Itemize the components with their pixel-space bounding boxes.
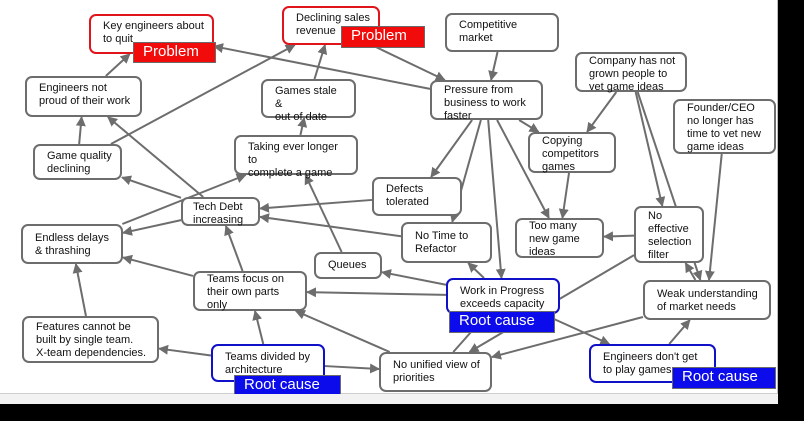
edge-pressure-from-business-to-defects-tolerated — [430, 119, 473, 178]
edge-wip-exceeds-to-no-time-refactor — [467, 262, 485, 279]
edge-no-unified-view-to-teams-focus-own — [294, 310, 391, 353]
edge-company-not-grown-to-copying-competitors — [586, 91, 618, 133]
edge-teams-focus-own-to-tech-debt — [224, 225, 244, 272]
node-game-quality-declining[interactable]: Game quality declining — [33, 144, 122, 180]
node-pressure-from-business[interactable]: Pressure from business to work faster — [430, 80, 543, 122]
root-cause-tag: Root cause — [672, 367, 776, 389]
node-games-stale[interactable]: Games stale & out of date — [261, 79, 356, 123]
edge-features-cannot-to-endless-delays — [72, 263, 87, 317]
node-endless-delays[interactable]: Endless delays & thrashing — [21, 224, 123, 264]
node-engineers-not-proud[interactable]: Engineers not proud of their work — [25, 76, 142, 117]
edge-pressure-from-business-to-key-engineers-quit — [213, 43, 431, 90]
edge-weak-understanding-to-no-selection-filter — [684, 262, 697, 281]
edge-defects-tolerated-to-tech-debt — [259, 198, 373, 213]
node-company-not-grown[interactable]: Company has not grown people to vet game… — [575, 52, 687, 93]
root-cause-tag: Root cause — [234, 375, 341, 397]
node-no-selection-filter[interactable]: No effective selection filter — [634, 206, 704, 263]
edge-taking-longer-to-games-stale — [297, 117, 308, 136]
edge-founder-ceo-to-weak-understanding — [704, 153, 723, 281]
edge-tech-debt-to-game-quality-declining — [121, 175, 182, 199]
edge-pressure-from-business-to-too-many-ideas — [496, 119, 550, 219]
edge-game-quality-declining-to-engineers-not-proud — [75, 116, 86, 145]
node-founder-ceo[interactable]: Founder/CEO no longer has time to vet ne… — [673, 99, 776, 154]
edge-engineers-dont-play-to-weak-understanding — [668, 319, 691, 345]
edge-copying-competitors-to-too-many-ideas — [558, 172, 570, 219]
edge-no-time-refactor-to-tech-debt — [259, 213, 402, 238]
edge-engineers-not-proud-to-key-engineers-quit — [105, 53, 131, 77]
root-cause-tag: Root cause — [449, 311, 555, 333]
diagram-canvas: Key engineers about to quit Problem Decl… — [0, 0, 778, 397]
node-queues[interactable]: Queues — [314, 252, 382, 279]
edge-tech-debt-to-engineers-not-proud — [107, 116, 204, 198]
edge-games-stale-to-declining-sales — [313, 44, 328, 80]
node-teams-focus-own[interactable]: Teams focus on their own parts only — [193, 271, 307, 311]
node-weak-understanding[interactable]: Weak understanding of market needs — [643, 280, 771, 320]
edge-tech-debt-to-endless-delays — [122, 219, 182, 236]
bottom-strip — [0, 394, 778, 404]
edge-teams-divided-to-no-unified-view — [324, 363, 380, 374]
edge-pressure-from-business-to-wip-exceeds — [487, 119, 506, 279]
node-copying-competitors[interactable]: Copying competitors games — [528, 132, 616, 173]
edge-pressure-from-business-to-copying-competitors — [518, 119, 540, 133]
node-competitive-market[interactable]: Competitive market — [445, 13, 559, 52]
edge-queues-to-taking-longer — [304, 174, 343, 253]
node-wip-exceeds[interactable]: Work in Progress exceeds capacity — [446, 278, 560, 314]
edge-company-not-grown-to-no-selection-filter — [634, 91, 666, 207]
edge-wip-exceeds-to-teams-focus-own — [306, 287, 447, 298]
problem-tag: Problem — [133, 42, 216, 63]
edge-no-selection-filter-to-too-many-ideas — [603, 231, 635, 242]
node-taking-longer[interactable]: Taking ever longer to complete a game — [234, 135, 358, 179]
problem-tag: Problem — [341, 26, 425, 48]
node-too-many-ideas[interactable]: Too many new game ideas — [515, 218, 604, 258]
node-features-cannot[interactable]: Features cannot be built by single team.… — [22, 316, 159, 363]
node-defects-tolerated[interactable]: Defects tolerated — [372, 177, 462, 216]
edge-teams-divided-to-features-cannot — [158, 344, 212, 357]
edge-declining-sales-to-pressure-from-business — [371, 44, 446, 81]
edge-wip-exceeds-to-queues — [381, 269, 447, 286]
node-tech-debt[interactable]: Tech Debt increasing — [181, 197, 260, 226]
edge-game-quality-declining-to-declining-sales — [110, 44, 296, 145]
edge-teams-divided-to-teams-focus-own — [252, 310, 265, 345]
edge-teams-focus-own-to-endless-delays — [122, 254, 194, 277]
node-no-time-refactor[interactable]: No Time to Refactor — [401, 222, 492, 263]
node-no-unified-view[interactable]: No unified view of priorities — [379, 352, 492, 392]
edge-competitive-market-to-pressure-from-business — [488, 51, 499, 81]
edge-weak-understanding-to-no-unified-view — [491, 316, 644, 360]
